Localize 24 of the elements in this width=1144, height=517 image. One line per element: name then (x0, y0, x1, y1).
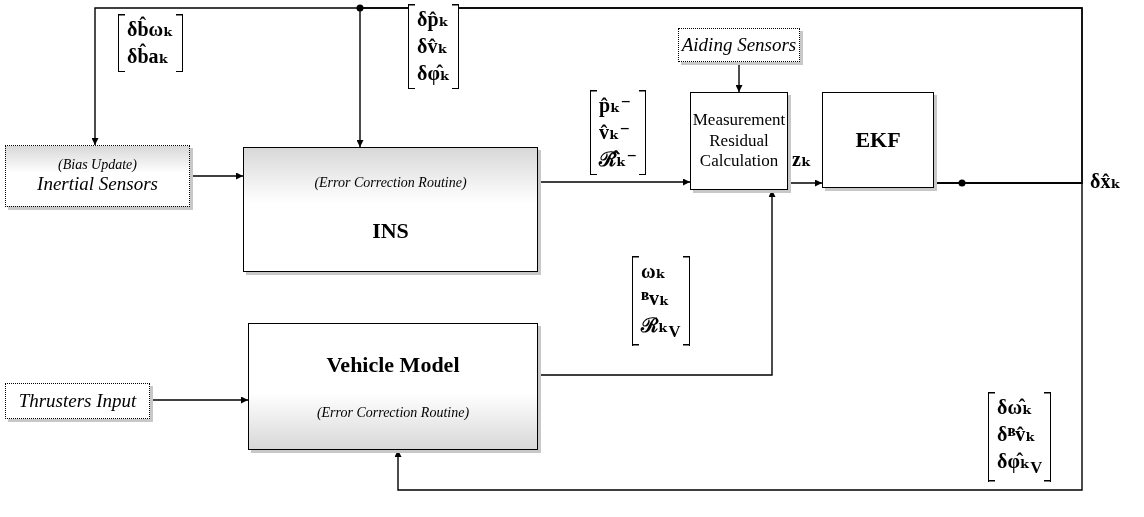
node-title: Measurement Residual Calculation (691, 110, 787, 172)
process-box (243, 147, 538, 272)
node-title: INS (372, 218, 409, 244)
node-title: Inertial Sensors (37, 173, 158, 195)
arrow (394, 182, 1083, 491)
vector-label: ωₖ ᴮvₖ ℛₖ$_{V}$ (632, 256, 690, 346)
node-title: Aiding Sensors (681, 34, 797, 56)
node-title: Thrusters Input (18, 390, 137, 412)
input-box (5, 145, 190, 207)
input-box (678, 28, 800, 62)
input-box (5, 383, 150, 419)
node-subtitle: (Error Correction Routine) (314, 175, 467, 191)
vector-label: δω̂ₖ δᴮv̂ₖ δφ̂ₖ$_{V}$ (988, 392, 1052, 482)
node-subtitle: (Bias Update) (58, 157, 137, 173)
arrow (356, 7, 1083, 184)
vector-label: p̂ₖ⁻ v̂ₖ⁻ ℛ̂ₖ⁻ (590, 90, 646, 175)
process-box (248, 323, 538, 450)
vector-label: δp̂ₖ δv̂ₖ δφ̂ₖ (408, 4, 460, 89)
node-subtitle: (Error Correction Routine) (316, 405, 470, 422)
node-title: Vehicle Model (326, 351, 460, 378)
node-title: EKF (855, 127, 901, 153)
process-box (822, 92, 934, 188)
process-box (690, 92, 788, 190)
vector-label: δb̂ωₖ δb̂aₖ (118, 14, 183, 72)
